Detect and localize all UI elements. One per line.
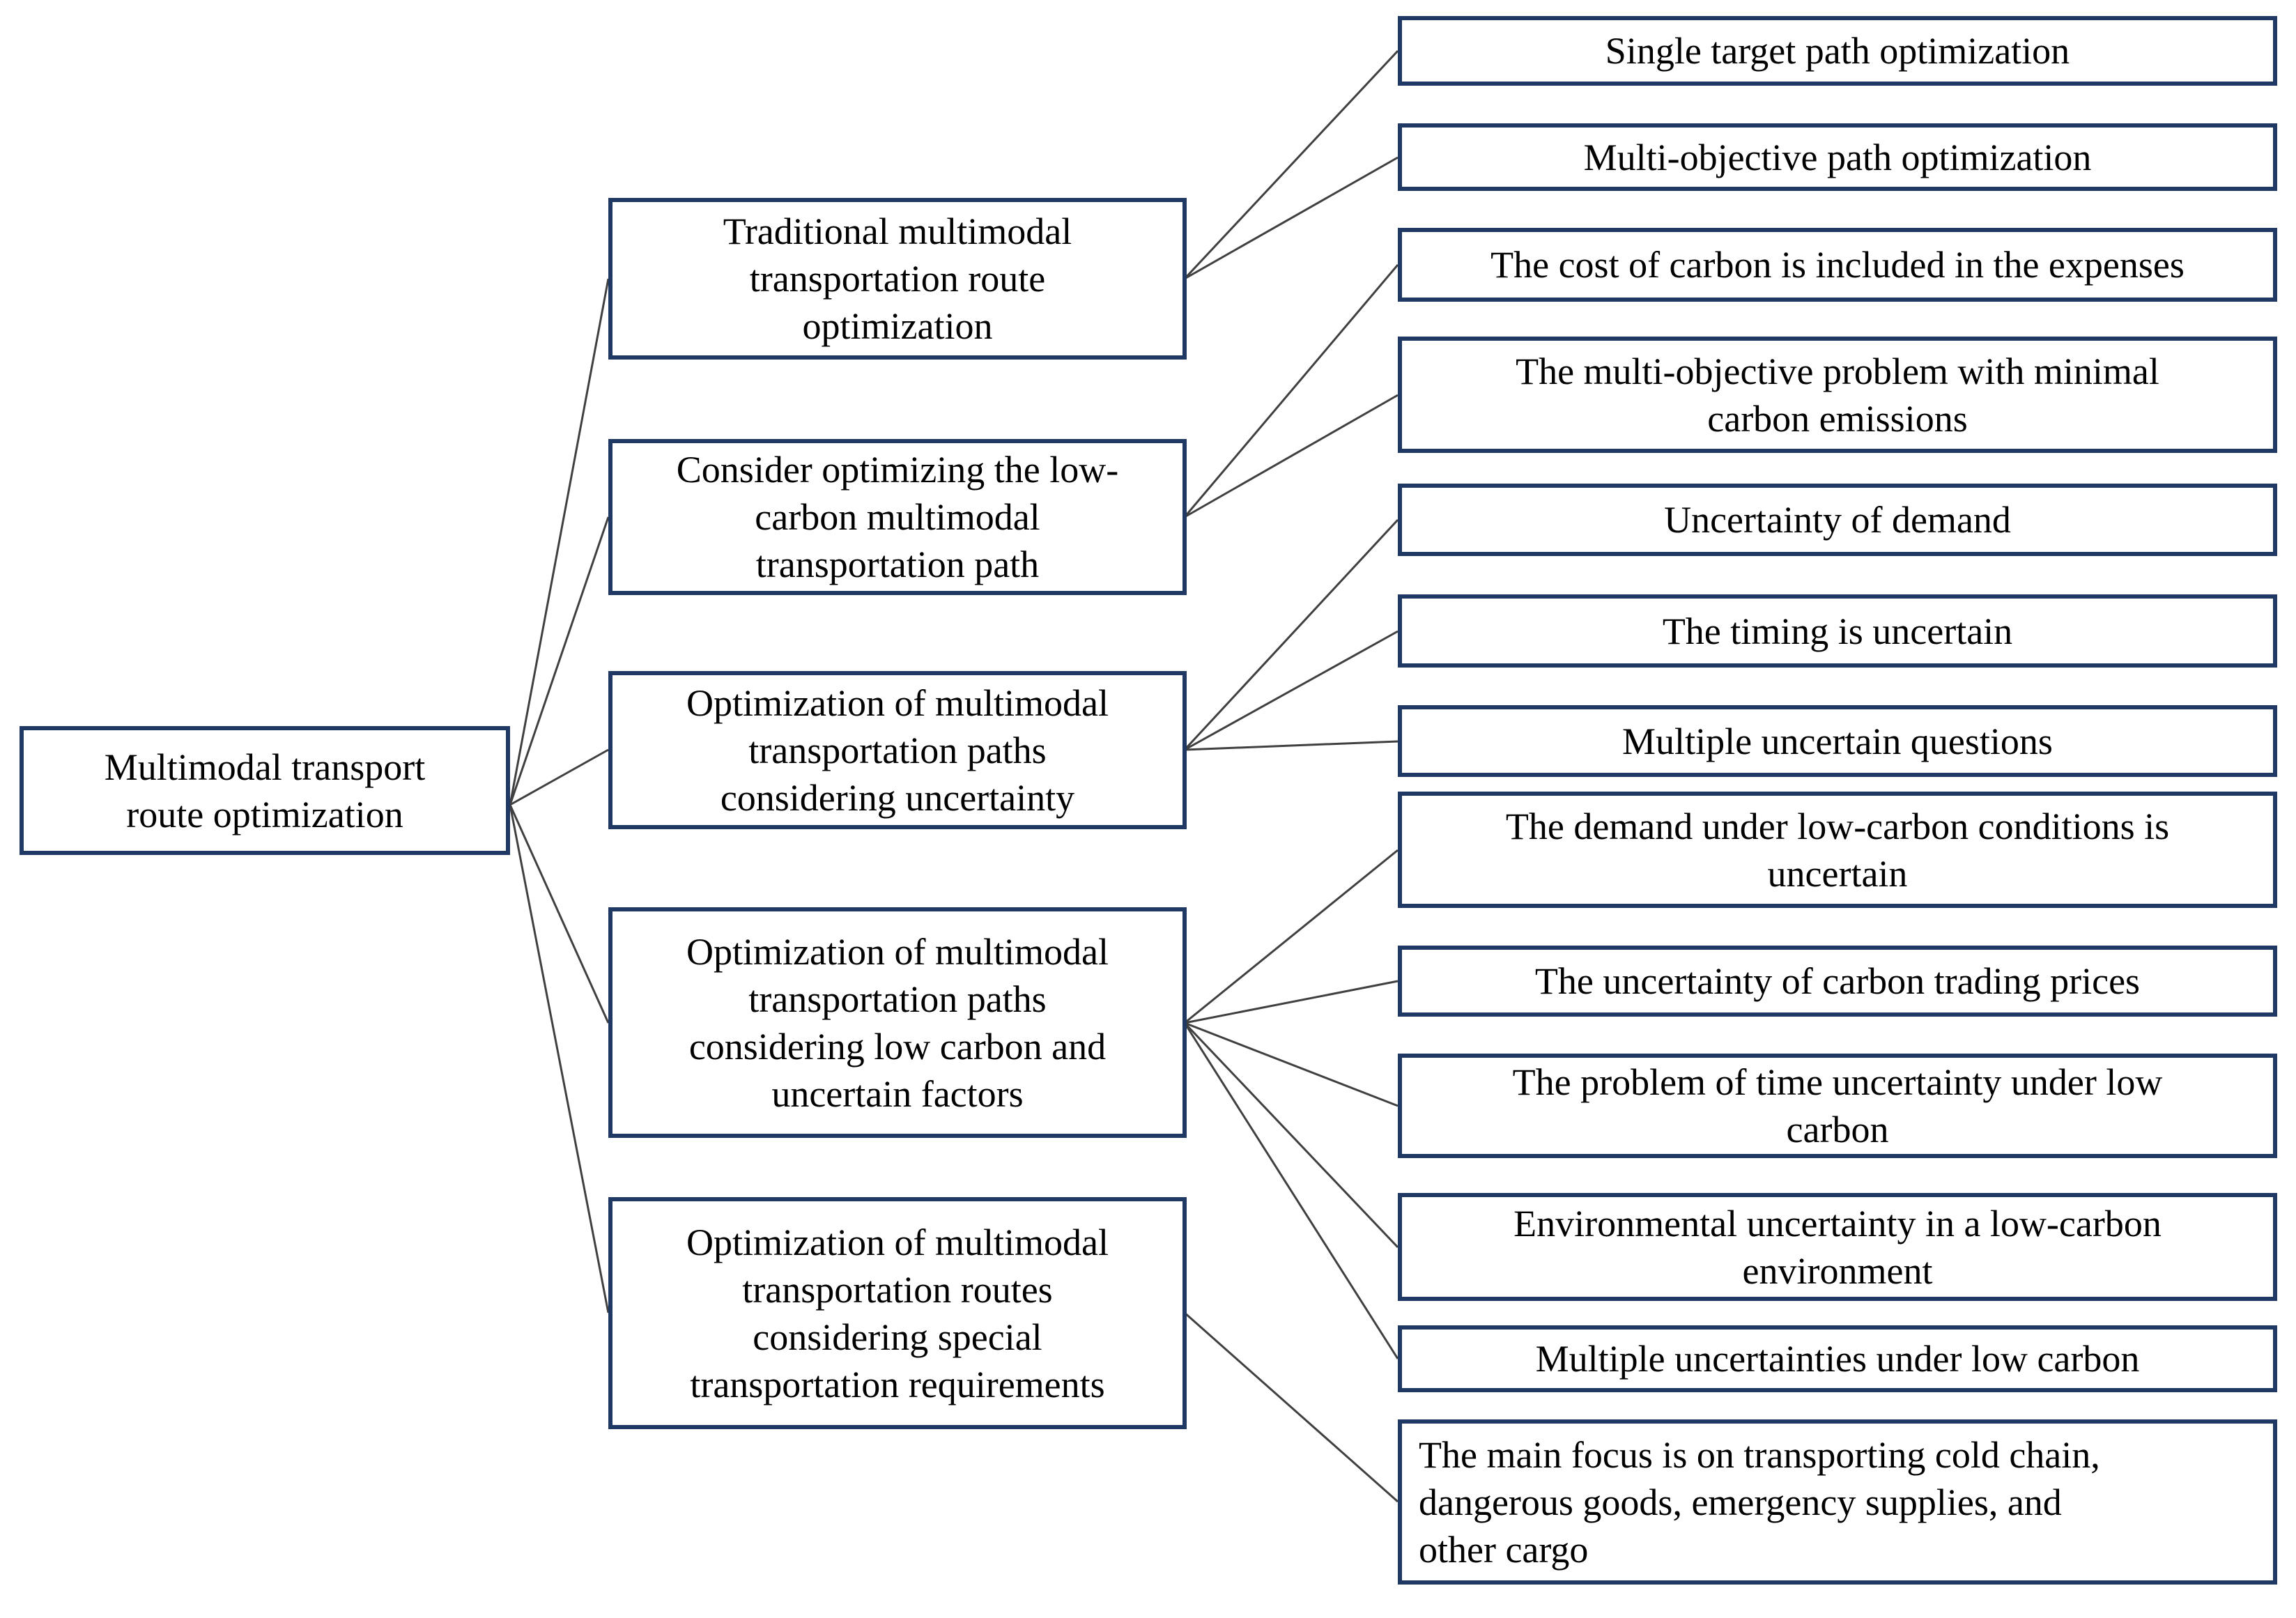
- node-leaf-trading-prices: The uncertainty of carbon trading prices: [1398, 946, 2277, 1017]
- node-branch-uncertainty: Optimization of multimodal transportatio…: [608, 671, 1187, 829]
- node-leaf-environmental-uncertainty: Environmental uncertainty in a low-carbo…: [1398, 1193, 2277, 1301]
- edge-branch1-leaf2: [1184, 156, 1399, 280]
- edge-branch4-leaf9: [1184, 980, 1399, 1024]
- node-leaf-multi-objective: Multi-objective path optimization: [1398, 123, 2277, 191]
- node-leaf-time-uncertainty: The problem of time uncertainty under lo…: [1398, 1054, 2277, 1158]
- edge-branch2-leaf4: [1184, 394, 1399, 518]
- node-leaf-low-carbon-demand: The demand under low-carbon conditions i…: [1398, 792, 2277, 908]
- edge-branch3-leaf6: [1184, 630, 1399, 751]
- edge-branch5-leaf13: [1184, 1311, 1399, 1503]
- node-branch-traditional: Traditional multimodal transportation ro…: [608, 198, 1187, 360]
- edge-root-branch1: [509, 278, 610, 806]
- edge-branch1-leaf1: [1183, 49, 1399, 280]
- edge-branch3-leaf5: [1183, 518, 1399, 751]
- node-leaf-special-cargo: The main focus is on transporting cold c…: [1398, 1419, 2277, 1585]
- edge-branch4-leaf8: [1184, 849, 1399, 1024]
- edge-root-branch5: [509, 804, 610, 1313]
- edge-branch4-leaf12: [1183, 1022, 1399, 1359]
- edge-branch3-leaf7: [1184, 740, 1399, 751]
- node-leaf-multiple-uncertain: Multiple uncertain questions: [1398, 705, 2277, 777]
- edge-branch4-leaf10: [1184, 1022, 1399, 1107]
- edge-root-branch2: [509, 516, 610, 806]
- node-branch-low-carbon: Consider optimizing the low- carbon mult…: [608, 439, 1187, 595]
- node-leaf-single-target: Single target path optimization: [1398, 16, 2277, 86]
- node-root: Multimodal transport route optimization: [20, 726, 510, 855]
- edge-root-branch3: [509, 748, 609, 806]
- node-leaf-multiple-low-carbon: Multiple uncertainties under low carbon: [1398, 1325, 2277, 1392]
- node-branch-special-requirements: Optimization of multimodal transportatio…: [608, 1197, 1187, 1429]
- edge-branch4-leaf11: [1183, 1022, 1399, 1249]
- node-leaf-carbon-cost: The cost of carbon is included in the ex…: [1398, 228, 2277, 302]
- node-leaf-minimal-emissions: The multi-objective problem with minimal…: [1398, 337, 2277, 453]
- edge-branch2-leaf3: [1183, 264, 1399, 518]
- edge-root-branch4: [509, 804, 610, 1024]
- node-branch-low-carbon-uncertain: Optimization of multimodal transportatio…: [608, 907, 1187, 1138]
- node-leaf-demand-uncertainty: Uncertainty of demand: [1398, 484, 2277, 556]
- node-leaf-timing-uncertain: The timing is uncertain: [1398, 594, 2277, 668]
